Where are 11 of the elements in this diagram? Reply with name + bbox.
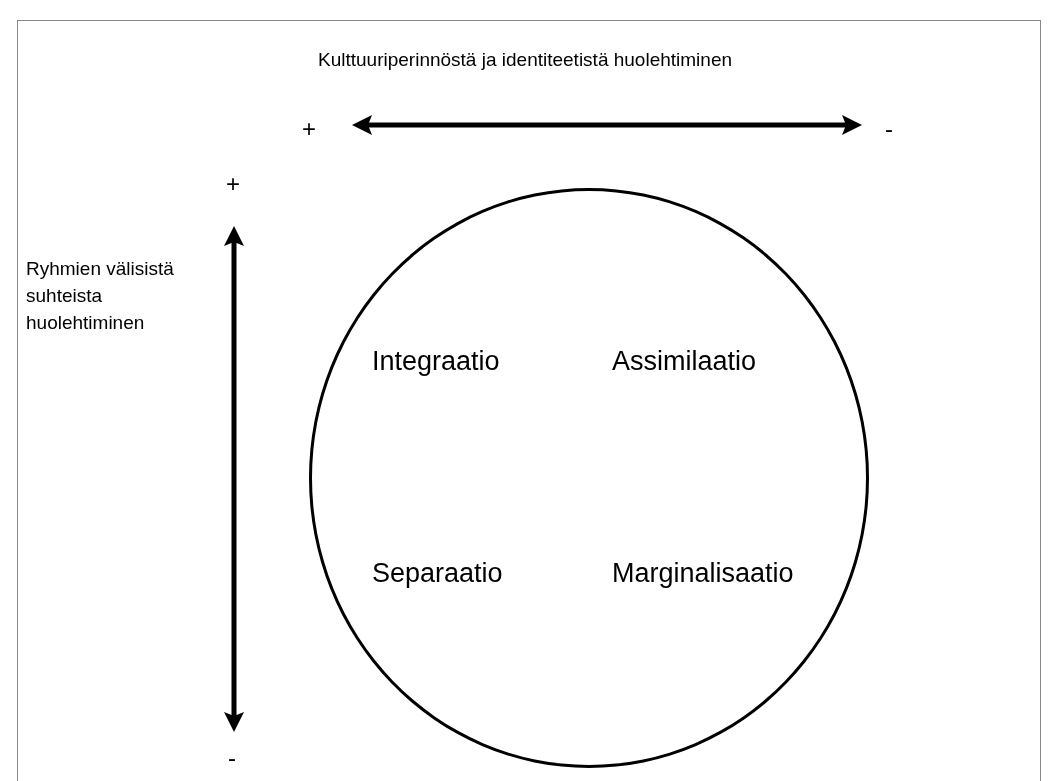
axis-label: Kulttuuriperinnöstä ja identiteetistä huolehtiminen [318, 48, 733, 72]
quadrant-label: Marginalisaatio [612, 557, 794, 590]
quadrant-label: Integraatio [372, 345, 500, 378]
axis-sign: - [228, 743, 236, 773]
axis-sign: + [302, 114, 316, 144]
axis-label: Ryhmien välisistä suhteista huolehtiminen [26, 257, 175, 335]
quadrant-label: Assimilaatio [612, 345, 757, 378]
axis-sign: + [226, 169, 240, 199]
quadrant-label: Separaatio [372, 557, 503, 590]
circle [309, 188, 869, 768]
axis-sign: - [885, 114, 893, 144]
